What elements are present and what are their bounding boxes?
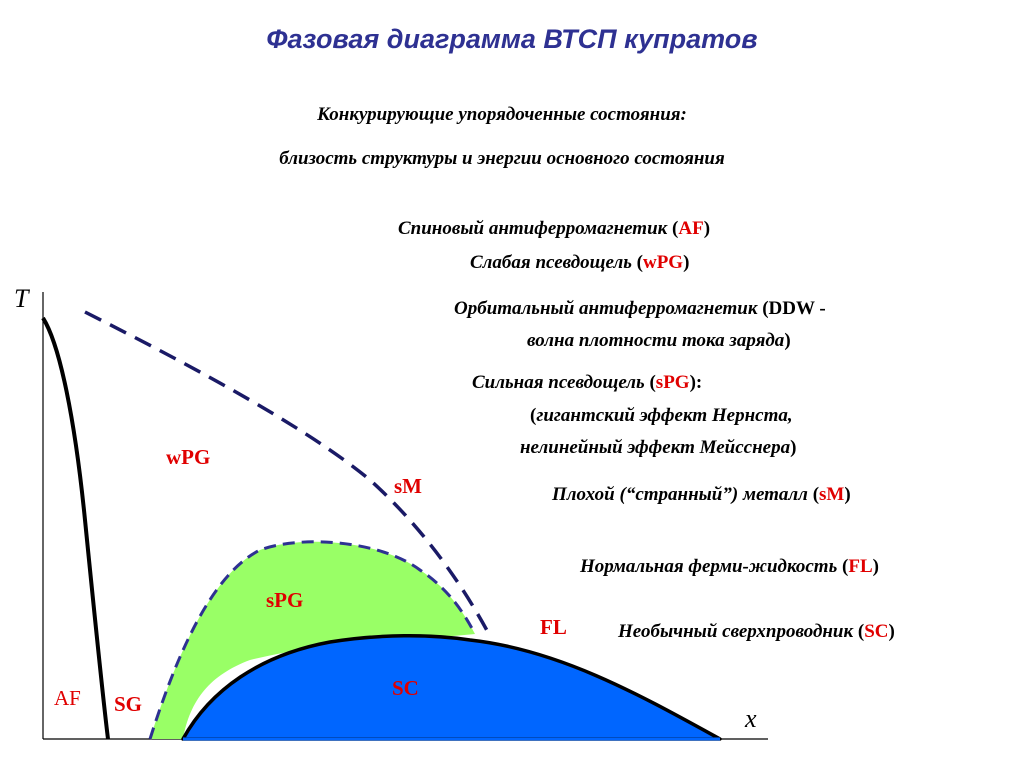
spg-region <box>150 541 475 739</box>
legend-spg-detail-1: (гигантский эффект Нернста, <box>530 405 793 426</box>
sc-dome <box>181 634 722 741</box>
region-label-af: AF <box>54 686 81 710</box>
spg-boundary <box>148 540 477 740</box>
subtitle-line-2: близость структуры и энергии основного с… <box>279 148 725 169</box>
axis-x-label: x <box>744 704 757 733</box>
af-boundary <box>41 316 110 740</box>
legend-spg: Сильная псевдощель (sPG): <box>472 372 703 393</box>
legend-fl: Нормальная ферми-жидкость (FL) <box>580 556 879 577</box>
legend-sm: Плохой (“странный”) металл (sM) <box>552 484 851 505</box>
legend-wpg: Слабая псевдощель (wPG) <box>470 252 690 273</box>
legend-spg-detail-2: нелинейный эффект Мейсснера) <box>520 437 797 458</box>
region-label-wpg: wPG <box>166 445 210 469</box>
pseudogap-crossover-line <box>84 310 492 637</box>
legend-ddw: Орбитальный антиферромагнетик (DDW - <box>454 298 826 319</box>
region-label-sg: SG <box>114 692 142 716</box>
axis-y-label: T <box>14 284 30 313</box>
region-label-sc: SC <box>392 676 419 700</box>
legend-ddw-line2: волна плотности тока заряда) <box>527 330 791 351</box>
subtitle-line-1: Конкурирующие упорядоченные состояния: <box>317 104 687 125</box>
page-title: Фазовая диаграмма ВТСП купратов <box>266 24 758 54</box>
legend-af: Спиновый антиферромагнетик (AF) <box>398 218 711 239</box>
region-label-fl: FL <box>540 615 567 639</box>
region-label-spg: sPG <box>266 588 303 612</box>
region-label-sm: sM <box>394 474 422 498</box>
legend-sc: Необычный сверхпроводник (SC) <box>618 621 895 642</box>
